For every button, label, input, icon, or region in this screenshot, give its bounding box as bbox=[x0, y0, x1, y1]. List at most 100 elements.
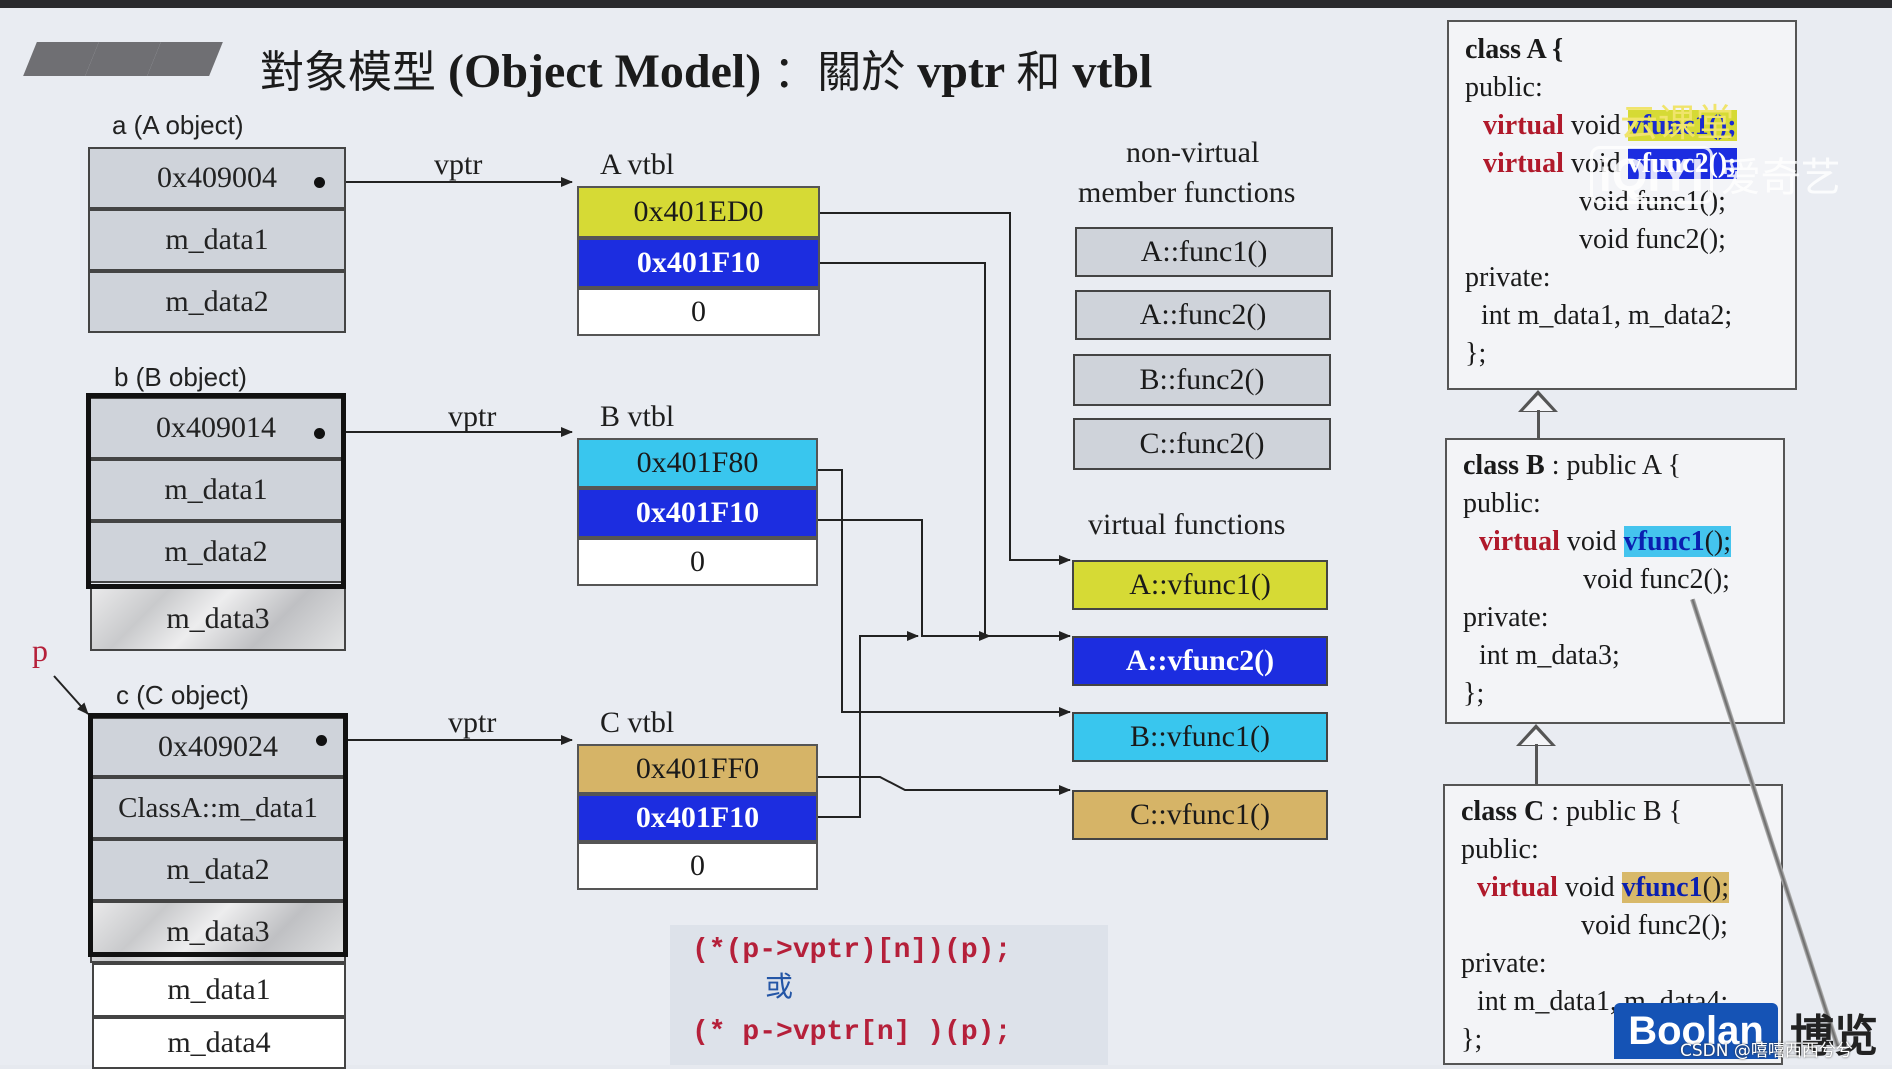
title-en: (Object Model) bbox=[448, 45, 762, 98]
class-a-members: int m_data1, m_data2; bbox=[1481, 300, 1733, 331]
link-b1-a-vfunc2 bbox=[818, 519, 991, 641]
class-b-vfunc1-line: virtual void vfunc1(); bbox=[1479, 526, 1732, 558]
type-void: void bbox=[1566, 526, 1617, 557]
keyword-virtual: virtual bbox=[1483, 110, 1564, 141]
vtbl-c-entry-2: 0 bbox=[577, 842, 818, 890]
class-a-public: public: bbox=[1465, 72, 1543, 103]
page-title: 對象模型 (Object Model) ：關於 vptr 和 vtbl bbox=[260, 36, 1152, 100]
object-a-cell: m_data1 bbox=[88, 209, 346, 271]
class-b-members: int m_data3; bbox=[1479, 640, 1620, 671]
vtbl-c-entry-1: 0x401F10 bbox=[577, 794, 818, 842]
link-a0-a-vfunc1 bbox=[820, 212, 1071, 565]
vptr-label: vptr bbox=[448, 706, 497, 739]
object-b-cell: m_data1 bbox=[88, 459, 344, 521]
pointer-p-label: p bbox=[32, 632, 48, 668]
nonvirtual-func: A::func1() bbox=[1075, 227, 1333, 277]
object-c-cell: m_data4 bbox=[92, 1017, 346, 1069]
vfunc-tail: (); bbox=[1704, 526, 1732, 557]
vtbl-a-entry-1: 0x401F10 bbox=[577, 238, 820, 288]
virtual-heading: virtual functions bbox=[1088, 508, 1286, 541]
title-vptr: vptr bbox=[917, 45, 1005, 98]
object-c-cell: m_data3 bbox=[90, 901, 346, 963]
code-snippet: (*(p->vptr)[n])(p); 或 (* p->vptr[n] )(p)… bbox=[670, 925, 1108, 1065]
csdn-watermark: CSDN @嘻嘻西西兮兮 bbox=[1680, 1041, 1853, 1061]
object-c-cell: ClassA::m_data1 bbox=[90, 777, 346, 839]
object-c-cell: m_data1 bbox=[92, 963, 346, 1017]
class-a-box: class A { public: virtual void vfunc1();… bbox=[1447, 20, 1797, 390]
object-c-vptr-cell: 0x409024 bbox=[90, 717, 346, 777]
vptr-dot bbox=[316, 735, 327, 746]
keyword-virtual: virtual bbox=[1483, 148, 1564, 179]
class-a-header: class A { bbox=[1465, 34, 1564, 65]
boolan-logo: Boolan bbox=[1614, 1003, 1778, 1059]
class-b-name: class B bbox=[1463, 450, 1545, 481]
object-b-cell: m_data2 bbox=[88, 521, 344, 583]
class-a-func1: void func1(); bbox=[1579, 186, 1726, 217]
vfunc-name: vfunc1 bbox=[1623, 526, 1705, 557]
class-a-private: private: bbox=[1465, 262, 1551, 293]
code-or: 或 bbox=[765, 970, 794, 1003]
vfunc-tail: (); bbox=[1702, 872, 1730, 903]
nonvirtual-func: B::func2() bbox=[1073, 354, 1331, 406]
class-a-vfunc1: vfunc1(); bbox=[1627, 110, 1737, 141]
class-b-public: public: bbox=[1463, 488, 1541, 519]
class-c-func2: void func2(); bbox=[1581, 910, 1728, 941]
inheritance-line bbox=[1535, 744, 1538, 784]
vptr-label: vptr bbox=[434, 148, 483, 181]
class-a-vfunc2-line: virtual void vfunc2(); bbox=[1483, 148, 1737, 180]
virtual-func-c-vfunc1: C::vfunc1() bbox=[1072, 790, 1328, 840]
object-a-label: a (A object) bbox=[112, 110, 244, 140]
keyword-virtual: virtual bbox=[1477, 872, 1558, 903]
object-c-cell: m_data2 bbox=[90, 839, 346, 901]
vtbl-b-label: B vtbl bbox=[600, 400, 675, 433]
class-c-private: private: bbox=[1461, 948, 1547, 979]
object-b-label: b (B object) bbox=[114, 362, 247, 392]
vtbl-a-entry-0: 0x401ED0 bbox=[577, 186, 820, 238]
bolan-text: 博览 bbox=[1790, 1011, 1878, 1062]
class-c-name: class C bbox=[1461, 796, 1545, 827]
class-c-public: public: bbox=[1461, 834, 1539, 865]
nonvirtual-heading-2: member functions bbox=[1078, 176, 1296, 209]
class-b-base: : public A { bbox=[1551, 450, 1682, 481]
ketang-watermark: 云课堂 bbox=[1620, 101, 1735, 145]
link-c1-a-vfunc2 bbox=[818, 631, 919, 818]
top-bar bbox=[0, 0, 1892, 8]
code-line-1: (*(p->vptr)[n])(p); bbox=[692, 935, 1012, 966]
object-a-cell: m_data2 bbox=[88, 271, 346, 333]
link-c0-c-vfunc1 bbox=[818, 776, 1071, 795]
vtbl-a-label: A vtbl bbox=[600, 148, 675, 181]
class-c-base: : public B { bbox=[1551, 796, 1683, 827]
vptr-dot bbox=[314, 428, 325, 439]
link-b0-b-vfunc1 bbox=[818, 469, 1071, 717]
virtual-func-a-vfunc1: A::vfunc1() bbox=[1072, 560, 1328, 610]
class-b-func2: void func2(); bbox=[1583, 564, 1730, 595]
vtbl-c-label: C vtbl bbox=[600, 706, 675, 739]
type-void: void bbox=[1564, 872, 1615, 903]
nonvirtual-heading-1: non-virtual bbox=[1126, 136, 1260, 169]
class-b-box: class B : public A { public: virtual voi… bbox=[1445, 438, 1785, 724]
class-a-vfunc2: vfunc2(); bbox=[1627, 148, 1737, 179]
cell-text: 0x409004 bbox=[157, 161, 277, 194]
inheritance-line bbox=[1537, 410, 1540, 438]
object-a-vptr-cell: 0x409004 bbox=[88, 147, 346, 209]
type-void: void bbox=[1570, 110, 1621, 141]
virtual-func-b-vfunc1: B::vfunc1() bbox=[1072, 712, 1328, 762]
iqiyi-logo-icon: iQIYI bbox=[1590, 146, 1713, 204]
class-a-func2: void func2(); bbox=[1579, 224, 1726, 255]
title-and: 和 bbox=[1016, 47, 1061, 98]
class-a-vfunc1-line: virtual void vfunc1(); bbox=[1483, 110, 1737, 142]
title-vtbl: vtbl bbox=[1072, 45, 1153, 98]
code-line-2: (* p->vptr[n] )(p); bbox=[692, 1017, 1012, 1048]
title-colon: ： bbox=[773, 47, 818, 98]
keyword-virtual: virtual bbox=[1479, 526, 1560, 557]
inheritance-arrow-icon bbox=[1516, 724, 1556, 746]
object-b-cell: m_data3 bbox=[90, 587, 346, 651]
vtbl-b-entry-1: 0x401F10 bbox=[577, 488, 818, 538]
virtual-func-a-vfunc2: A::vfunc2() bbox=[1072, 636, 1328, 686]
class-b-private: private: bbox=[1463, 602, 1549, 633]
class-c-vfunc1: vfunc1(); bbox=[1621, 872, 1730, 903]
inheritance-arrow-icon bbox=[1518, 390, 1558, 412]
vfunc-name: vfunc1 bbox=[1621, 872, 1703, 903]
